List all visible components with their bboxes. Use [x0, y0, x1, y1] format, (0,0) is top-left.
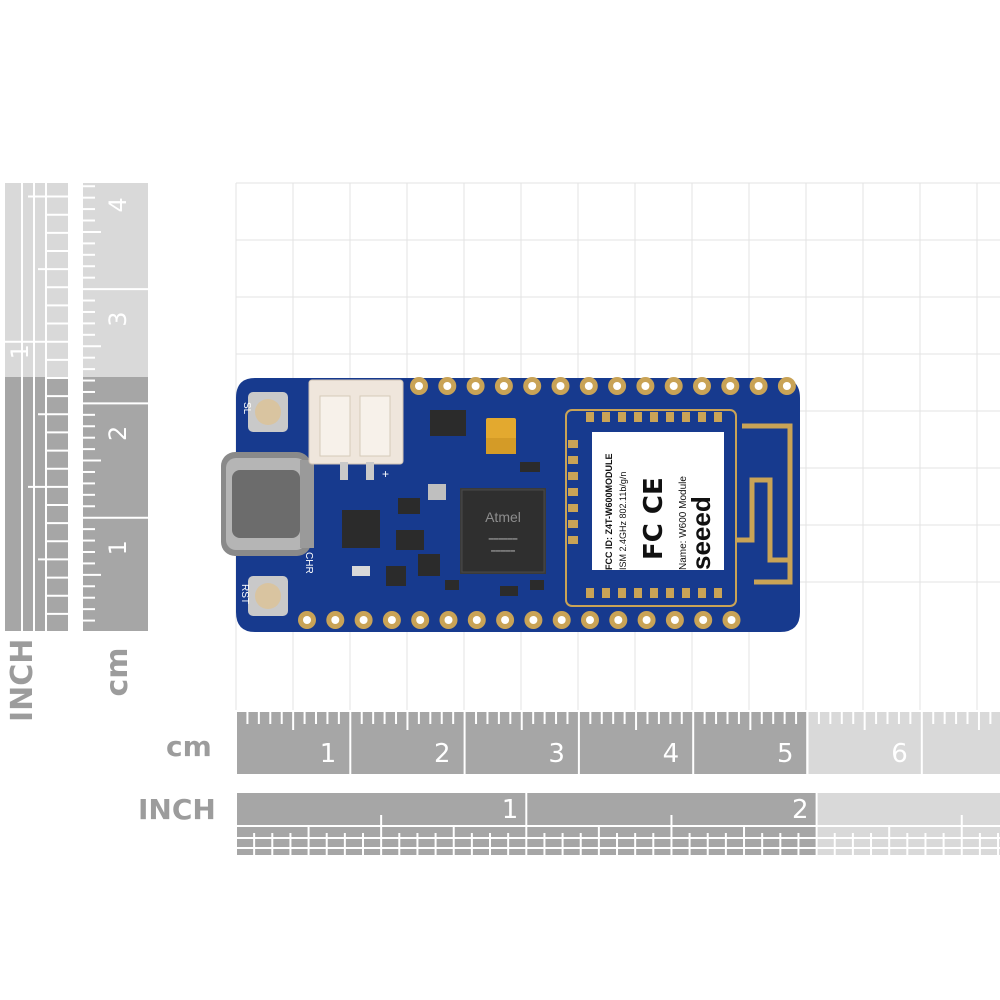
mcu-chip: Atmel ▬▬▬▬▬▬ ▬▬▬▬▬ [460, 488, 546, 574]
pad-hole [387, 616, 396, 624]
pad-hole [613, 382, 622, 390]
pad-hole [726, 382, 735, 390]
module-pad [618, 588, 626, 598]
module-pad [634, 412, 642, 422]
module-pad [634, 588, 642, 598]
module-pad [568, 472, 578, 480]
pad-hole [584, 382, 593, 390]
pad-hole [754, 382, 763, 390]
cm-tick-label: 1 [104, 540, 132, 555]
cm-tick-label: 2 [434, 739, 451, 769]
svg-text:▬▬▬▬▬: ▬▬▬▬▬ [491, 546, 515, 555]
module-pad [602, 412, 610, 422]
pad-hole [415, 382, 423, 390]
module-fccid-text: FCC ID: Z4T-W600MODULE [604, 453, 614, 570]
module-pad [682, 412, 690, 422]
plus-silkscreen: + [382, 467, 389, 481]
horizontal-inch-unit-label: INCH [138, 793, 216, 826]
module-pad [568, 504, 578, 512]
cm-tick-label: 2 [104, 426, 132, 441]
pad-hole [499, 382, 508, 390]
pad-hole [556, 382, 565, 390]
inch-tick-label: 1 [502, 795, 519, 825]
module-pad [698, 588, 706, 598]
battery-connector [308, 379, 404, 480]
pad-hole [529, 616, 538, 624]
pad-hole [359, 616, 368, 624]
cm-tick-label: 4 [663, 739, 680, 769]
module-pad [714, 412, 722, 422]
pad-hole [614, 616, 623, 624]
module-pad [698, 412, 706, 422]
inch-tick-label: 1 [6, 344, 34, 359]
pad-hole [669, 382, 678, 390]
pad-hole [331, 616, 340, 624]
cm-tick-label: 3 [104, 311, 132, 326]
pad-hole [444, 616, 453, 624]
module-pad [568, 456, 578, 464]
module-pad [682, 588, 690, 598]
module-pad [618, 412, 626, 422]
module-pad [650, 588, 658, 598]
mcu-brand-text: Atmel [485, 509, 521, 525]
pad-hole [303, 616, 311, 624]
pad-hole [471, 382, 480, 390]
vertical-cm-ruler-light [83, 183, 148, 377]
sl-silkscreen: SL [241, 402, 252, 415]
pad-hole [557, 616, 566, 624]
module-pad [666, 588, 674, 598]
pad-hole [670, 616, 679, 624]
rst-button [248, 576, 288, 616]
module-name-text: Name: W600 Module [678, 476, 689, 570]
pad-hole [642, 616, 651, 624]
vertical-cm-ruler-dark [83, 377, 148, 632]
pad-hole [727, 616, 736, 624]
module-pad [568, 520, 578, 528]
chr-silkscreen: CHR [303, 552, 314, 574]
module-pad [586, 588, 594, 598]
pad-hole [501, 616, 510, 624]
smd-components [342, 410, 544, 596]
cm-tick-label: 4 [104, 197, 132, 212]
inch-tick-label: 2 [792, 795, 809, 825]
fcc-ce-marks: FC CE [639, 477, 669, 560]
pad-hole [699, 616, 708, 624]
sl-button [248, 392, 288, 432]
pad-hole [782, 382, 791, 390]
module-pad [666, 412, 674, 422]
cm-tick-label: 1 [320, 739, 337, 769]
rst-silkscreen: RST [239, 584, 250, 604]
pad-hole [698, 382, 706, 390]
svg-text:▬▬▬▬▬▬: ▬▬▬▬▬▬ [489, 534, 518, 543]
module-pad [602, 588, 610, 598]
cm-tick-label: 6 [891, 739, 908, 769]
horizontal-cm-unit-label: cm [166, 730, 212, 763]
module-pad [714, 588, 722, 598]
pad-hole [641, 382, 650, 390]
cm-tick-label: 3 [548, 739, 565, 769]
pcb-antenna [736, 423, 793, 585]
pad-hole [443, 382, 452, 390]
pad-hole [416, 616, 425, 624]
w600-module: seeed Name: W600 Module ISM 2.4GHz 802.1… [565, 409, 737, 607]
module-pad [568, 440, 578, 448]
module-pad [650, 412, 658, 422]
pad-hole [528, 382, 537, 390]
pad-hole [586, 616, 594, 624]
module-brand-text: seeed [686, 496, 716, 570]
module-pad [568, 536, 578, 544]
pad-hole [472, 616, 481, 624]
cm-tick-label: 5 [777, 739, 794, 769]
module-pad [586, 412, 594, 422]
module-band-text: ISM 2.4GHz 802.11b/g/n [618, 472, 628, 570]
module-pad [568, 488, 578, 496]
usb-c-connector [221, 452, 314, 556]
